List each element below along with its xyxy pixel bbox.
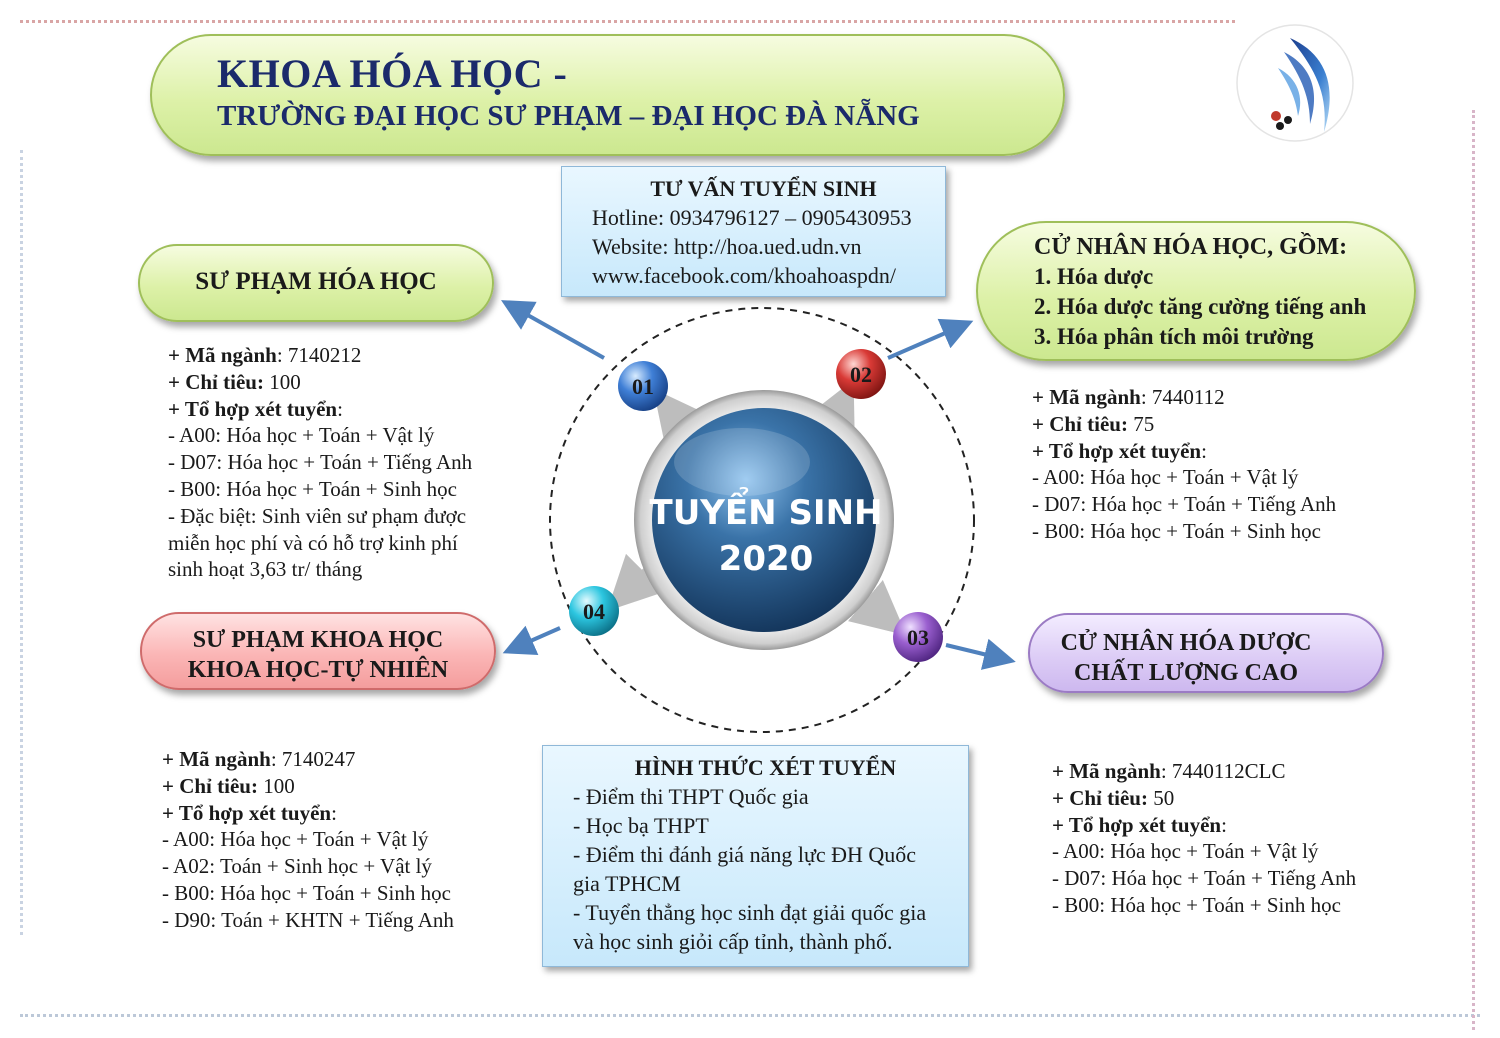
contact-box: TƯ VẤN TUYỂN SINH Hotline: 0934796127 – … [561, 166, 946, 297]
program-3-title-line-1: CỬ NHÂN HÓA DƯỢC [1060, 630, 1312, 656]
p1-special-note: miễn học phí và có hỗ trợ kinh phí [168, 530, 458, 555]
title-line-1: KHOA HÓA HỌC - [217, 51, 568, 96]
p3-combo-line: - D07: Hóa học + Toán + Tiếng Anh [1052, 866, 1357, 891]
p2-combo-line: - B00: Hóa học + Toán + Sinh học [1032, 518, 1321, 543]
node-02 [836, 349, 886, 399]
program-1-pill: SƯ PHẠM HÓA HỌC [138, 244, 494, 322]
node-03 [893, 612, 943, 662]
contact-hotline: Hotline: 0934796127 – 0905430953 [592, 205, 912, 230]
admission-line: - Tuyển thẳng học sinh đạt giải quốc gia [573, 900, 927, 925]
contact-facebook[interactable]: www.facebook.com/khoahoaspdn/ [592, 263, 897, 288]
program-2-heading: CỬ NHÂN HÓA HỌC, GỒM: [1034, 234, 1348, 260]
p3-combo-line: - A00: Hóa học + Toán + Vật lý [1052, 839, 1319, 864]
p3-quota-value: 50 [1147, 785, 1175, 810]
p1-combo-line: - B00: Hóa học + Toán + Sinh học [168, 476, 457, 501]
p4-combo-line: - B00: Hóa học + Toán + Sinh học [162, 880, 451, 905]
p2-combo-label: + Tổ hợp xét tuyển [1032, 438, 1202, 463]
p1-combo-suffix: : [337, 396, 343, 421]
p1-combo-line: - D07: Hóa học + Toán + Tiếng Anh [168, 450, 473, 475]
p1-combo-label: + Tổ hợp xét tuyển [168, 396, 338, 421]
admission-heading: HÌNH THỨC XÉT TUYỂN [634, 755, 897, 780]
p3-code-label: + Mã ngành [1052, 759, 1161, 783]
frame-left-border [20, 150, 23, 935]
program-4-pill: SƯ PHẠM KHOA HỌC KHOA HỌC-TỰ NHIÊN [140, 612, 496, 690]
title-line-2: TRƯỜNG ĐẠI HỌC SƯ PHẠM – ĐẠI HỌC ĐÀ NẴNG [217, 100, 920, 132]
faculty-logo-icon [1232, 20, 1358, 146]
p4-code-label: + Mã ngành [162, 747, 271, 771]
p1-combo-line: - A00: Hóa học + Toán + Vật lý [168, 423, 435, 448]
frame-right-border [1472, 110, 1475, 1030]
program-2-info: + Mã ngành: 7440112 + Chỉ tiêu: 75 + Tổ … [1032, 384, 1336, 545]
center-title-line-2: 2020 [719, 539, 814, 579]
admission-line: - Điểm thi đánh giá năng lực ĐH Quốc [573, 842, 917, 867]
p4-combo-suffix: : [331, 800, 337, 825]
p2-combo-line: - A00: Hóa học + Toán + Vật lý [1032, 465, 1299, 490]
program-4-title-line-2: KHOA HỌC-TỰ NHIÊN [187, 657, 449, 683]
arrow-to-program-3 [945, 638, 1016, 670]
p1-quota-label: + Chỉ tiêu: [168, 369, 264, 394]
admission-line: - Điểm thi THPT Quốc gia [573, 784, 809, 809]
p3-combo-line: - B00: Hóa học + Toán + Sinh học [1052, 892, 1341, 917]
frame-top-border [20, 20, 1235, 23]
p4-combo-line: - A02: Toán + Sinh học + Vật lý [162, 854, 432, 879]
admission-line: và học sinh giỏi cấp tỉnh, thành phố. [573, 929, 893, 954]
admission-line: - Học bạ THPT [573, 813, 709, 838]
arrow-to-program-2 [887, 318, 974, 360]
center-sphere [652, 408, 876, 632]
p4-combo-line: - D90: Toán + KHTN + Tiếng Anh [162, 907, 454, 932]
p4-quota-value: 100 [257, 773, 295, 798]
p2-quota-label: + Chỉ tiêu: [1032, 411, 1128, 436]
admission-box: HÌNH THỨC XÉT TUYỂN - Điểm thi THPT Quốc… [542, 745, 969, 967]
program-1-info: + Mã ngành: 7140212 + Chỉ tiêu: 100 + Tổ… [168, 342, 472, 583]
program-2-list: CỬ NHÂN HÓA HỌC, GỒM: 1. Hóa dược 2. Hóa… [1034, 232, 1366, 352]
p3-combo-label: + Tổ hợp xét tuyển [1052, 812, 1222, 837]
p3-code-value: : 7440112CLC [1160, 759, 1286, 783]
p2-quota-value: 75 [1127, 411, 1155, 436]
p3-quota-label: + Chỉ tiêu: [1052, 785, 1148, 810]
program-2-pill: CỬ NHÂN HÓA HỌC, GỒM: 1. Hóa dược 2. Hóa… [976, 221, 1416, 361]
p1-quota-value: 100 [263, 369, 301, 394]
p4-quota-label: + Chỉ tiêu: [162, 773, 258, 798]
node-01-label: 01 [632, 374, 654, 399]
p1-code-value: : 7140212 [276, 343, 362, 367]
p4-combo-line: - A00: Hóa học + Toán + Vật lý [162, 827, 429, 852]
program-2-item-1: 1. Hóa dược [1034, 264, 1154, 289]
center-title-line-1: TUYỂN SINH [650, 487, 883, 533]
program-2-item-2: 2. Hóa dược tăng cường tiếng anh [1034, 294, 1367, 319]
node-02-label: 02 [850, 362, 872, 387]
node-01 [618, 361, 668, 411]
center-highlight [674, 428, 810, 496]
title-banner: KHOA HÓA HỌC - TRƯỜNG ĐẠI HỌC SƯ PHẠM – … [150, 34, 1065, 156]
p1-code-label: + Mã ngành [168, 343, 277, 367]
p1-special-note: - Đặc biệt: Sinh viên sư phạm được [168, 503, 467, 528]
p3-combo-suffix: : [1221, 812, 1227, 837]
node-03-label: 03 [907, 625, 929, 650]
arrow-to-program-4 [502, 625, 561, 655]
p2-combo-line: - D07: Hóa học + Toán + Tiếng Anh [1032, 492, 1337, 517]
p2-combo-suffix: : [1201, 438, 1207, 463]
frame-bottom-border [20, 1014, 1480, 1017]
dashed-orbit [549, 307, 975, 733]
program-1-title: SƯ PHẠM HÓA HỌC [195, 268, 437, 295]
contact-heading: TƯ VẤN TUYỂN SINH [650, 176, 877, 201]
program-4-title-line-1: SƯ PHẠM KHOA HỌC [192, 627, 444, 653]
program-3-pill: CỬ NHÂN HÓA DƯỢC CHẤT LƯỢNG CAO [1028, 613, 1384, 693]
program-3-info: + Mã ngành: 7440112CLC + Chỉ tiêu: 50 + … [1052, 758, 1356, 919]
contact-website[interactable]: Website: http://hoa.ued.udn.vn [592, 234, 862, 259]
p2-code-value: : 7440112 [1140, 385, 1225, 409]
p4-code-value: : 7140247 [270, 747, 356, 771]
node-04-label: 04 [583, 599, 605, 624]
admission-line: gia TPHCM [573, 871, 681, 896]
p4-combo-label: + Tổ hợp xét tuyển [162, 800, 332, 825]
p1-special-note: sinh hoạt 3,63 tr/ tháng [168, 557, 363, 582]
p2-code-label: + Mã ngành [1032, 385, 1141, 409]
program-2-item-3: 3. Hóa phân tích môi trường [1034, 324, 1314, 349]
program-3-title-line-2: CHẤT LƯỢNG CAO [1073, 660, 1298, 686]
node-04 [569, 586, 619, 636]
arrow-to-program-1 [501, 300, 605, 360]
program-4-info: + Mã ngành: 7140247 + Chỉ tiêu: 100 + Tổ… [162, 746, 454, 934]
